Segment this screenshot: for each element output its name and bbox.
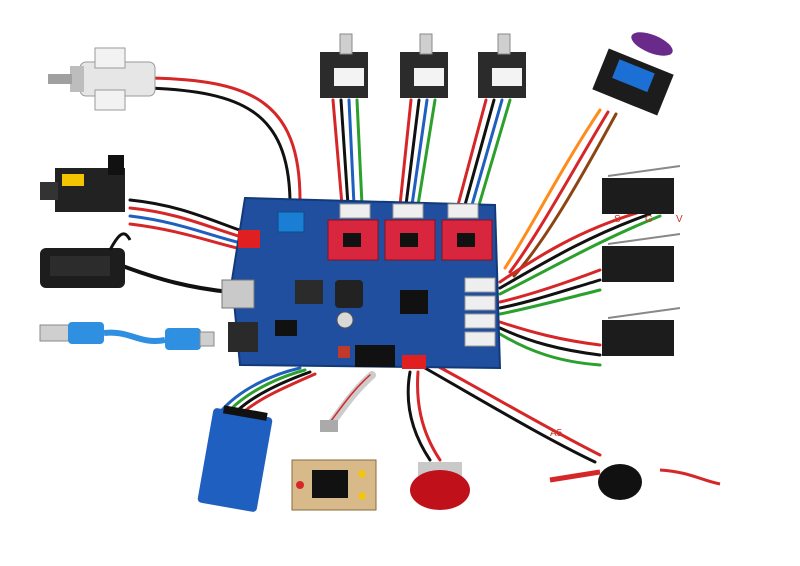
stepper-driver-x [327, 203, 379, 261]
usb-cable [39, 322, 215, 350]
probe-pin-a5-label: A5 [550, 428, 563, 439]
stepper-x-wires [331, 98, 364, 207]
stepper-y-wires [398, 98, 437, 207]
emergency-stop-button [410, 462, 470, 510]
servo-wire-brown [512, 112, 618, 278]
power-terminal [277, 211, 305, 233]
limit-header-3 [464, 313, 496, 329]
estop-connector [402, 355, 426, 369]
servo-wire-orange [503, 108, 602, 270]
bt-wire-black [236, 370, 312, 412]
controller-board [221, 196, 502, 370]
laser-wire-black [128, 198, 247, 234]
stepper-motor-y [400, 33, 448, 98]
limit-header-2 [464, 295, 496, 311]
regulator-chip [295, 280, 323, 304]
spindle-motor [48, 47, 156, 111]
ribbon-stripe [327, 374, 371, 426]
bluetooth-module [197, 405, 273, 512]
wires [118, 76, 662, 464]
usb-port [221, 279, 255, 309]
switch3-wires [498, 320, 602, 367]
spindle-wire-black [148, 86, 292, 202]
power-adapter [40, 232, 132, 288]
laser-wire-blue [128, 214, 247, 246]
switch-pin-g-label: G [645, 214, 653, 225]
limit-header-4 [464, 331, 496, 347]
mcu-chip [400, 290, 428, 314]
reset-button [338, 346, 350, 358]
limit-switch-3 [602, 307, 681, 356]
offline-controller [291, 420, 377, 511]
switch-pin-v-label: V [676, 214, 683, 225]
limit-switch-1 [602, 165, 681, 214]
power-cable [118, 263, 232, 294]
dc-jack [228, 322, 258, 352]
limit-switch-2 [602, 233, 681, 282]
servo-motor [592, 32, 674, 116]
bt-wire-green [228, 368, 307, 412]
limit-header-1 [464, 277, 496, 293]
laser-connector [238, 230, 260, 248]
laser-wire-red2 [128, 222, 247, 252]
probe-clip [549, 464, 721, 500]
stepper-motor-x [320, 33, 368, 98]
usb-chip [275, 320, 297, 336]
switch1-wires [498, 210, 662, 296]
bt-wire-red [244, 372, 317, 412]
bt-wire-blue [220, 366, 302, 412]
spindle-wire-red [148, 76, 302, 202]
stepper-driver-y [384, 203, 436, 261]
probe-wire-black [423, 366, 597, 464]
stepper-driver-z [441, 203, 493, 261]
probe-wire-red [428, 360, 602, 457]
laser-module [40, 155, 125, 212]
capacitor [336, 311, 354, 329]
estop-wire-black [406, 370, 432, 462]
servo-wire-red [508, 110, 610, 274]
offline-header [355, 345, 395, 367]
stepper-motor-z [478, 33, 526, 98]
inductor [335, 280, 363, 308]
ribbon-cable [326, 371, 376, 429]
switch-pin-s-label: S [614, 214, 621, 225]
switch2-wires [498, 268, 602, 316]
laser-wire-red [128, 206, 247, 240]
estop-wire-red [416, 370, 442, 462]
stepper-z-wires [456, 98, 512, 207]
